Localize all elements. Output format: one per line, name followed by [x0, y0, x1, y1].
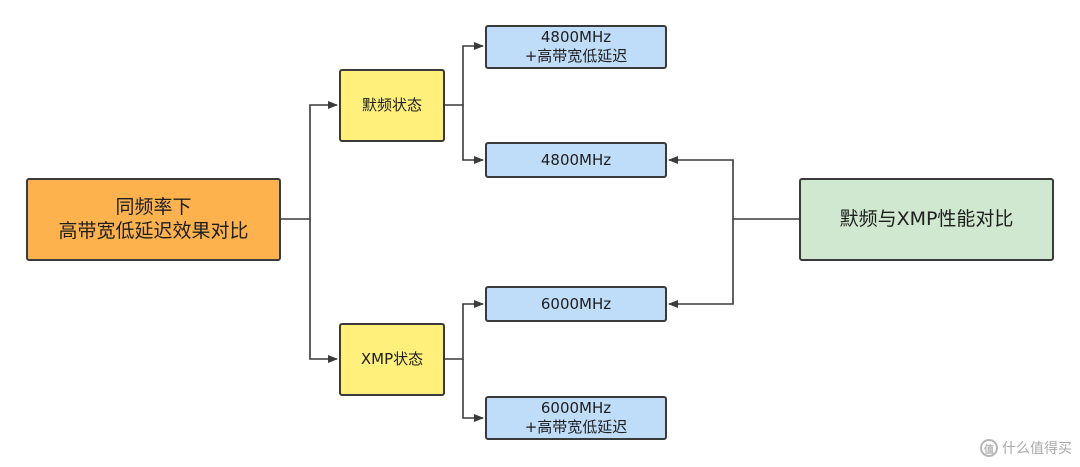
edge-xmp-to-leaf3 [445, 300, 484, 360]
leaf-6000-label: 6000MHz [540, 294, 612, 313]
zhi-logo-icon: 值 [980, 439, 998, 457]
root-node-line1: 同频率下 [115, 195, 192, 218]
default-state-node: 默频状态 [339, 69, 445, 142]
watermark: 值 什么值得买 [980, 438, 1072, 458]
leaf-4800-high-bw-line2: +高带宽低延迟 [524, 47, 628, 65]
xmp-state-label: XMP状态 [360, 350, 424, 369]
edge-default-to-leaf1 [445, 42, 484, 106]
compare-label: 默频与XMP性能对比 [839, 207, 1014, 230]
xmp-state-node: XMP状态 [339, 323, 445, 396]
leaf-4800-node: 4800MHz [485, 142, 667, 178]
leaf-4800-high-bw-line1: 4800MHz [540, 28, 612, 47]
leaf-6000-high-bw-node: 6000MHz +高带宽低延迟 [485, 396, 667, 440]
default-state-label: 默频状态 [361, 96, 422, 115]
leaf-6000-node: 6000MHz [485, 286, 667, 322]
edge-default-to-leaf2 [462, 105, 484, 164]
leaf-6000-high-bw-line1: 6000MHz [540, 399, 612, 418]
root-node: 同频率下 高带宽低延迟效果对比 [26, 178, 281, 261]
edge-compare-to-leaf2 [668, 156, 799, 220]
edge-xmp-to-leaf4 [462, 359, 484, 422]
watermark-text: 什么值得买 [1002, 441, 1072, 457]
leaf-6000-high-bw-line2: +高带宽低延迟 [524, 418, 628, 436]
edge-compare-to-leaf3 [668, 219, 734, 308]
root-node-line2: 高带宽低延迟效果对比 [58, 219, 249, 242]
compare-node: 默频与XMP性能对比 [799, 178, 1054, 261]
edge-root-to-default [281, 101, 338, 220]
leaf-4800-high-bw-node: 4800MHz +高带宽低延迟 [485, 25, 667, 69]
edge-root-to-xmp [309, 219, 338, 363]
leaf-4800-label: 4800MHz [540, 150, 612, 169]
